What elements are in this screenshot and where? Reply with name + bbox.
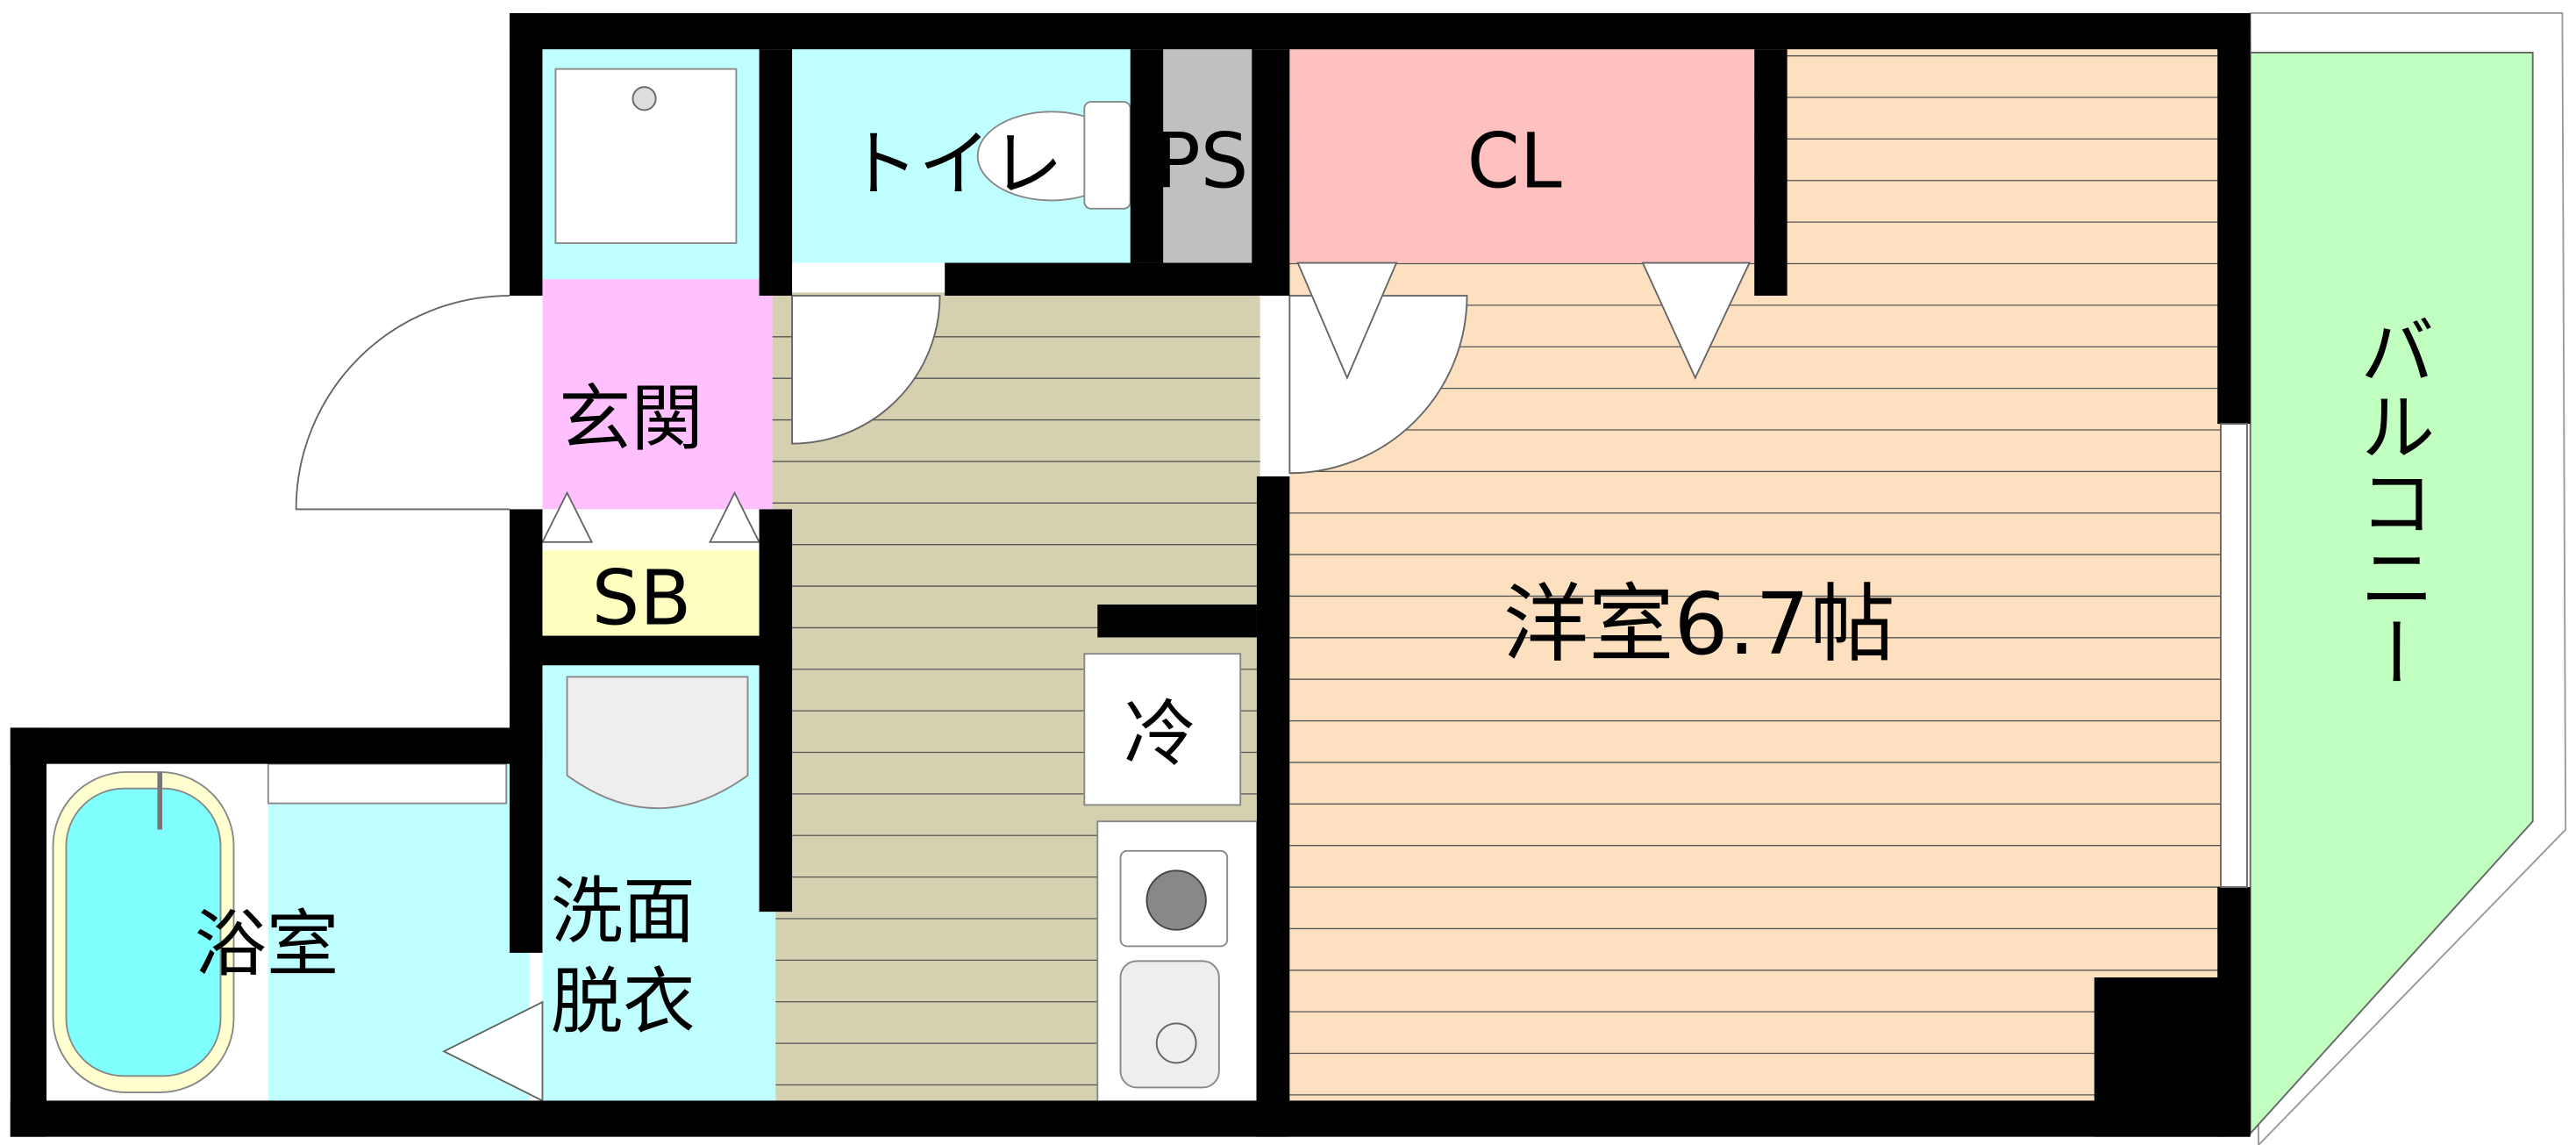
bathroom-door-icon	[442, 1000, 544, 1102]
toilet-label: トイレ	[846, 123, 1063, 206]
toilet-tank-icon	[1083, 101, 1131, 210]
entrance-label: 玄関	[559, 378, 703, 462]
shoe-box-label: SB	[592, 555, 692, 642]
shoe-box-door-icon	[708, 490, 761, 543]
fridge-space	[1083, 653, 1242, 806]
bathroom-label: 浴室	[195, 904, 339, 987]
western-room-label: 洋室6.7帖	[1503, 575, 1895, 674]
fridge-label: 冷	[1124, 693, 1195, 776]
shoe-box-door-icon	[540, 490, 594, 543]
pipe-space	[1163, 49, 1256, 263]
entrance-door-icon	[295, 295, 510, 511]
bathtub-icon	[65, 787, 222, 1077]
washroom-label-line1: 洗面	[551, 870, 696, 954]
shoe-box	[542, 550, 760, 636]
balcony-label: バルコニー	[2346, 312, 2434, 691]
window	[2220, 423, 2248, 888]
closet-door-icon	[1296, 261, 1398, 381]
balcony-area	[2249, 51, 2534, 1136]
closet	[1289, 49, 1755, 263]
burner-icon	[1145, 869, 1207, 931]
bathroom-counter	[267, 762, 508, 805]
pipe-space-label: PS	[1155, 118, 1249, 205]
closet-label: CL	[1467, 118, 1562, 205]
washroom-label-line2: 脱衣	[551, 961, 696, 1044]
kitchen-drain-icon	[1155, 1022, 1197, 1064]
entrance-area	[542, 279, 773, 510]
wash-basin-icon	[566, 676, 749, 810]
walls	[10, 12, 2251, 1137]
drain-icon	[632, 86, 657, 111]
toilet-door-icon	[791, 295, 941, 445]
closet-door-icon	[1641, 261, 1752, 380]
